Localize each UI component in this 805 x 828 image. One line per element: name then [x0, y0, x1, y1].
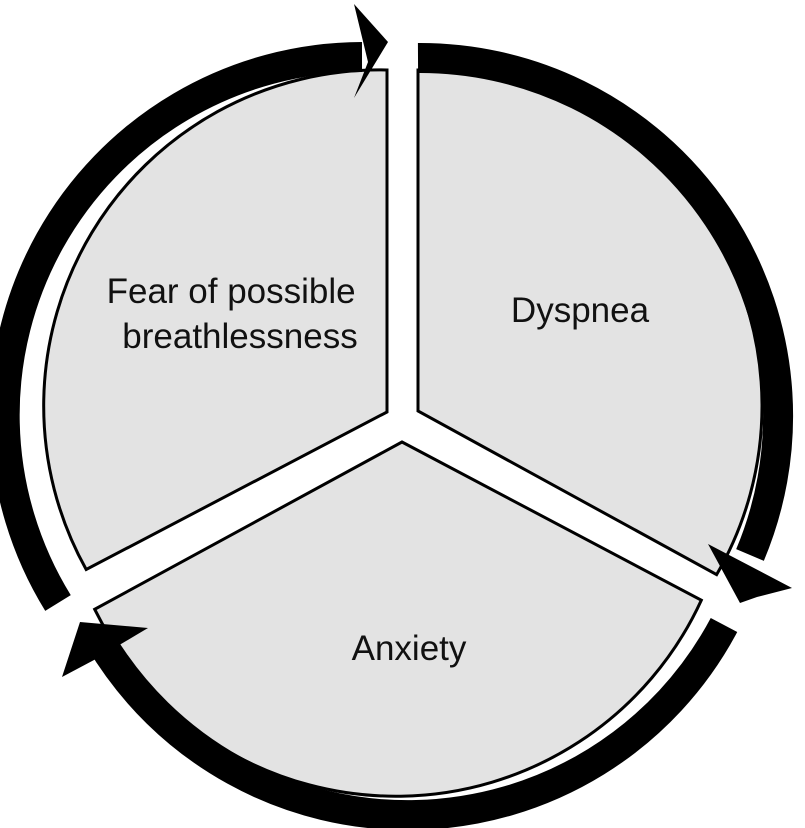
- label-anxiety: Anxiety: [352, 629, 467, 668]
- label-dyspnea-line-1: Dyspnea: [511, 291, 650, 330]
- arrow-anxiety-to-fear: [87, 617, 738, 828]
- label-fear: Fear of possible breathlessness: [107, 272, 366, 356]
- segment-fear: [42, 68, 389, 572]
- label-dyspnea: Dyspnea: [511, 291, 650, 330]
- arrow-dyspnea-to-anxiety: [417, 42, 794, 561]
- arrowhead-fear-to-dyspnea: [354, 4, 388, 98]
- arrow-fear-to-dyspnea: [0, 42, 363, 611]
- arrowhead-dyspnea-to-anxiety: [708, 544, 792, 603]
- label-anxiety-line-1: Anxiety: [352, 629, 467, 668]
- arrowhead-anxiety-to-fear: [62, 622, 148, 677]
- label-fear-line-1: Fear of possible: [107, 272, 356, 311]
- label-fear-line-2: breathlessness: [122, 317, 357, 356]
